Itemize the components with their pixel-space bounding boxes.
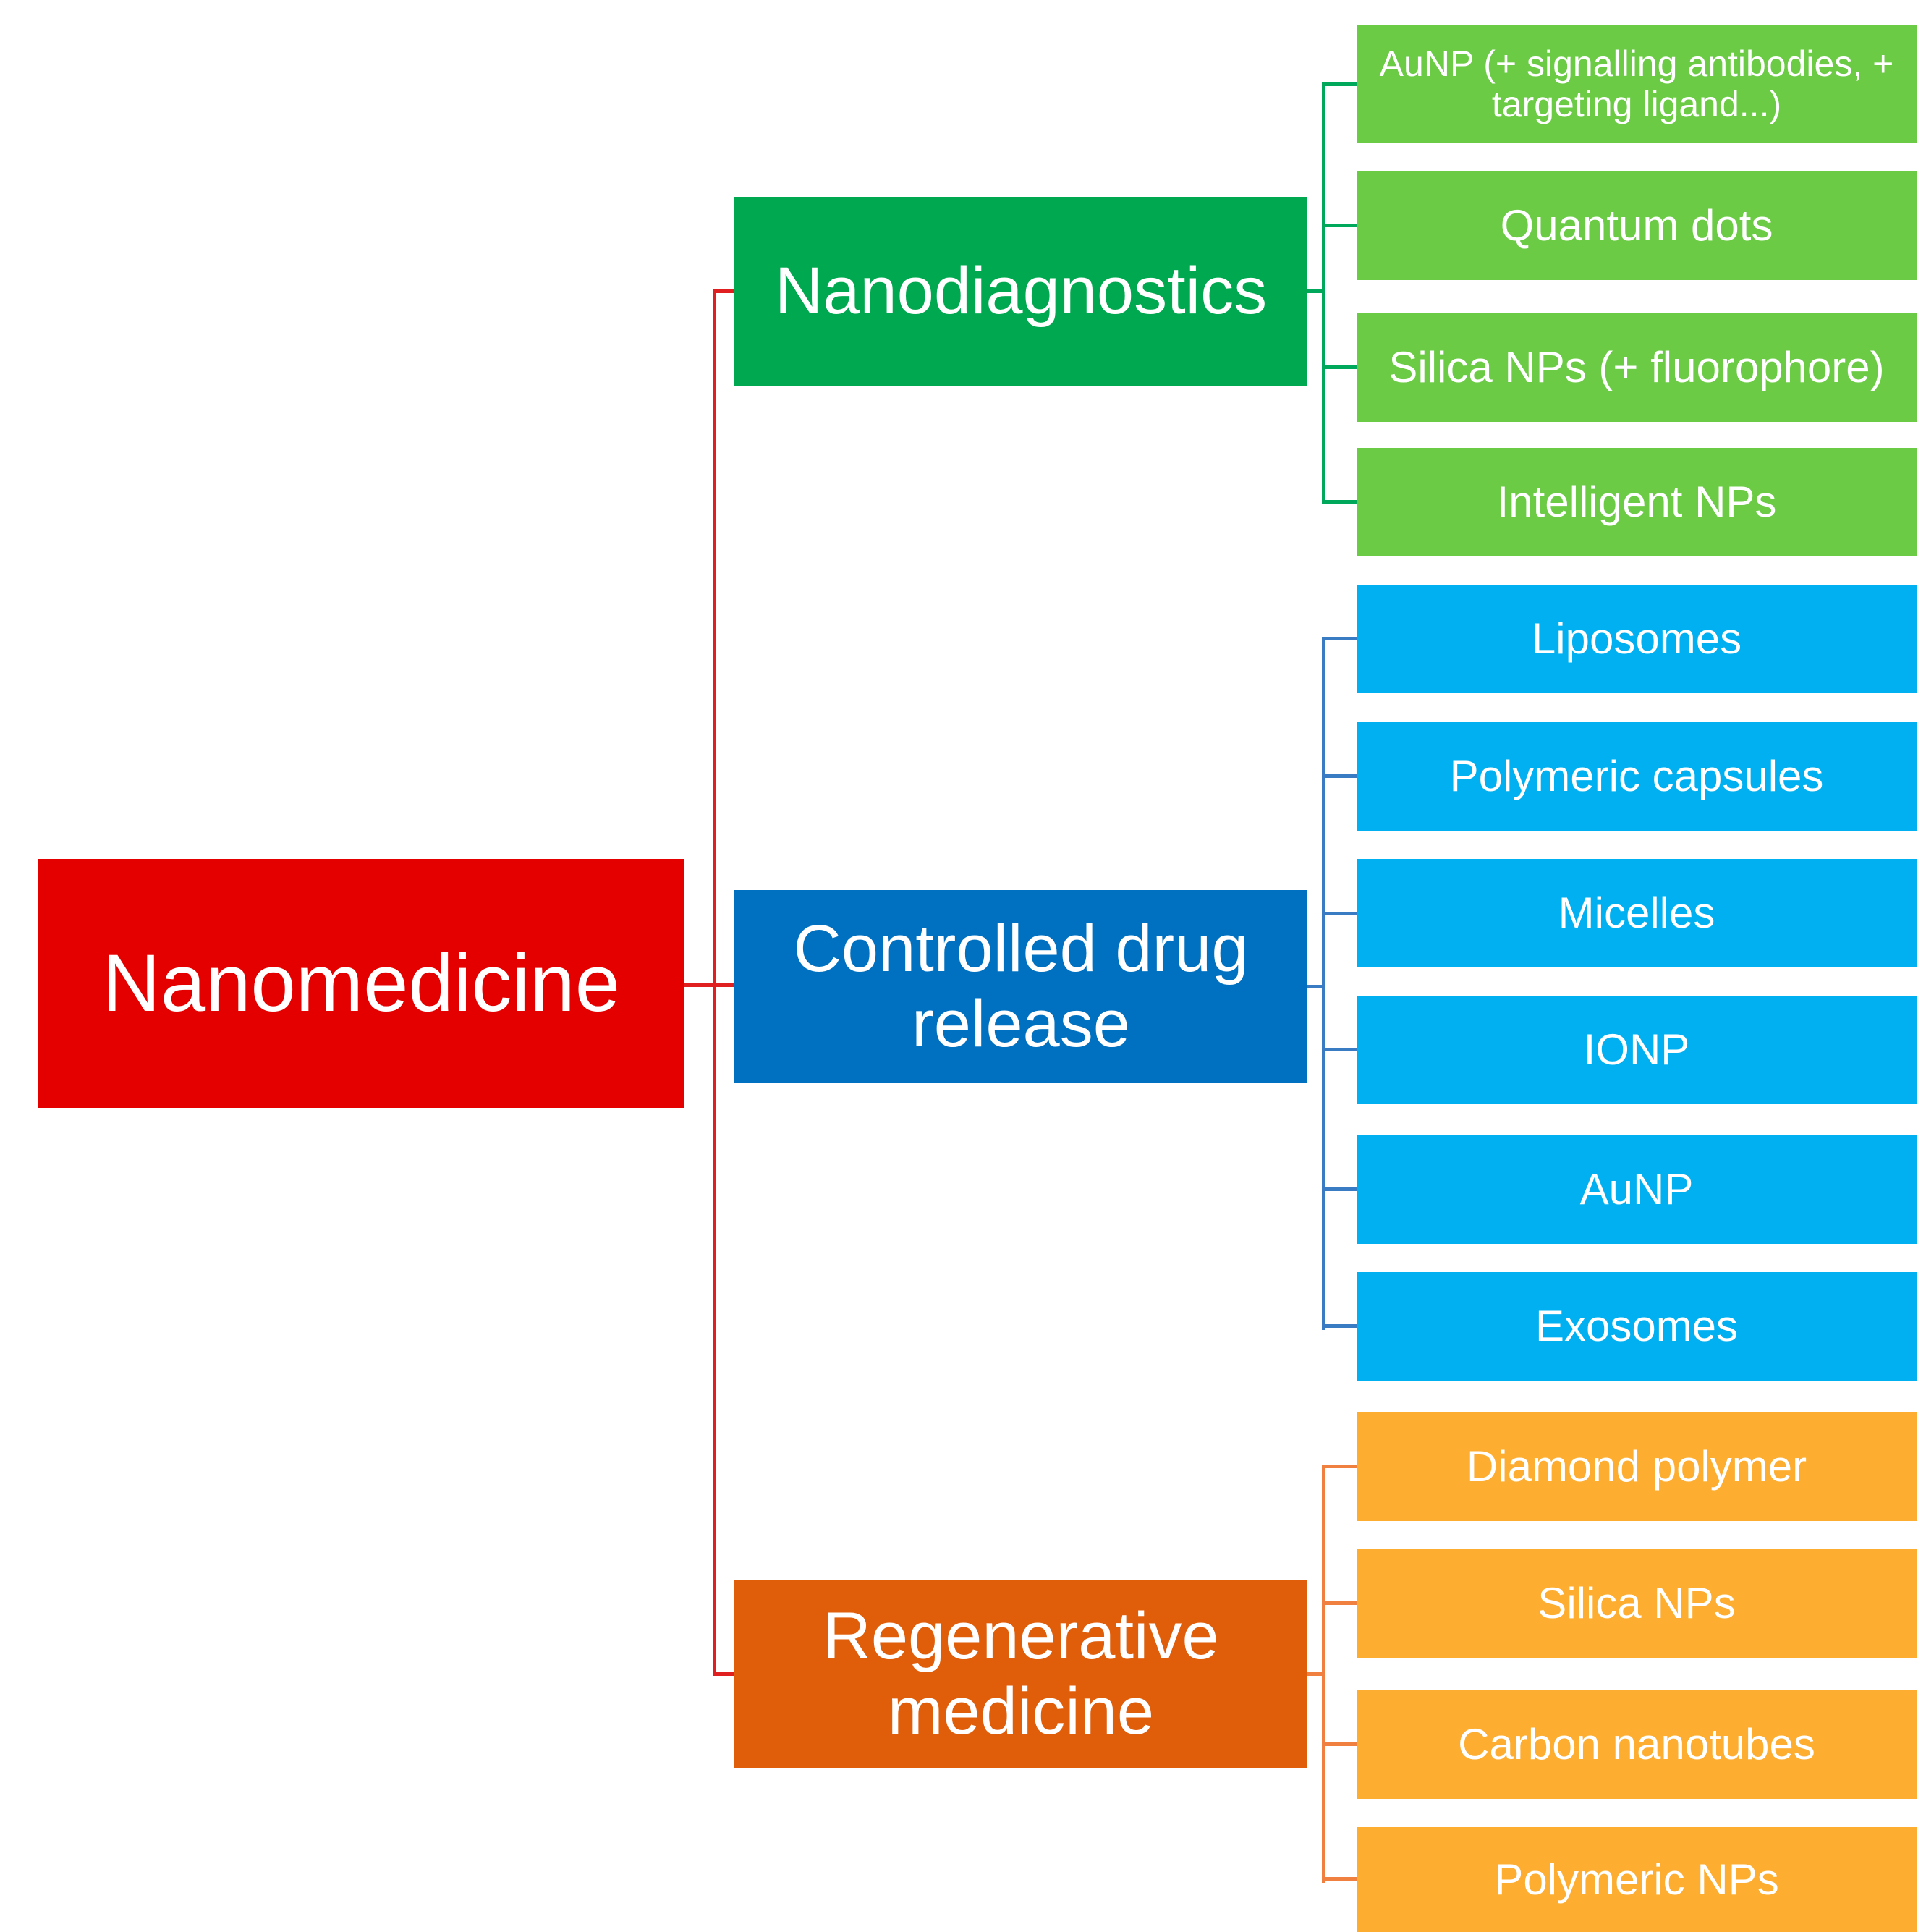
leaf-label: Silica NPs (+ fluorophore) (1388, 343, 1885, 392)
leaf-node-silica-nps-fluorophore: Silica NPs (+ fluorophore) (1357, 313, 1917, 422)
leaf-node-aunp: AuNP (1357, 1135, 1917, 1244)
leaf-node-micelles: Micelles (1357, 859, 1917, 967)
green-bracket-horizontal (1307, 289, 1324, 293)
leaf-label: Quantum dots (1500, 201, 1773, 250)
leaf-node-liposomes: Liposomes (1357, 585, 1917, 693)
leaf-node-intelligent-nps: Intelligent NPs (1357, 448, 1917, 556)
leaf-label: Silica NPs (1537, 1579, 1736, 1628)
leaf-node-diamond-polymer: Diamond polymer (1357, 1412, 1917, 1521)
connector-root-horizontal (684, 983, 734, 987)
leaf-label: Exosomes (1535, 1302, 1739, 1351)
leaf-label: Carbon nanotubes (1458, 1720, 1815, 1769)
root-node-label: Nanomedicine (102, 938, 620, 1029)
green-stub-1 (1322, 82, 1357, 86)
leaf-label: IONP (1583, 1025, 1690, 1075)
connector-stub-nanodiagnostics (713, 289, 734, 293)
blue-stub-1 (1322, 637, 1357, 640)
branch-label: Regenerative medicine (823, 1599, 1219, 1748)
leaf-label: Polymeric NPs (1494, 1855, 1779, 1904)
branch-node-regenerative-medicine: Regenerative medicine (734, 1580, 1307, 1768)
orange-bracket-horizontal (1307, 1672, 1324, 1676)
connector-root-trunk (713, 289, 716, 1676)
blue-stub-6 (1322, 1324, 1357, 1328)
green-stub-3 (1322, 365, 1357, 369)
branch-node-nanodiagnostics: Nanodiagnostics (734, 197, 1307, 386)
leaf-label: Diamond polymer (1466, 1442, 1807, 1491)
leaf-node-aunp-signalling: AuNP (+ signalling antibodies, + targeti… (1357, 25, 1917, 143)
leaf-label: Micelles (1558, 889, 1715, 938)
leaf-node-silica-nps: Silica NPs (1357, 1549, 1917, 1658)
orange-stub-2 (1322, 1601, 1357, 1605)
green-bracket-vertical (1322, 82, 1325, 504)
blue-bracket-horizontal (1307, 985, 1324, 988)
blue-stub-5 (1322, 1187, 1357, 1191)
orange-stub-4 (1322, 1877, 1357, 1881)
leaf-node-exosomes: Exosomes (1357, 1272, 1917, 1381)
blue-stub-4 (1322, 1048, 1357, 1051)
leaf-node-polymeric-capsules: Polymeric capsules (1357, 722, 1917, 831)
green-stub-2 (1322, 224, 1357, 227)
orange-bracket-vertical (1322, 1465, 1325, 1883)
connector-stub-regenerative (713, 1672, 734, 1676)
orange-stub-1 (1322, 1465, 1357, 1468)
root-node-nanomedicine: Nanomedicine (38, 859, 684, 1108)
branch-node-controlled-drug-release: Controlled drug release (734, 890, 1307, 1083)
blue-bracket-vertical (1322, 637, 1325, 1330)
leaf-node-carbon-nanotubes: Carbon nanotubes (1357, 1690, 1917, 1799)
blue-stub-3 (1322, 912, 1357, 915)
branch-label: Controlled drug release (793, 912, 1249, 1061)
leaf-node-ionp: IONP (1357, 996, 1917, 1104)
leaf-label: AuNP (1579, 1165, 1694, 1214)
leaf-node-quantum-dots: Quantum dots (1357, 171, 1917, 280)
leaf-node-polymeric-nps: Polymeric NPs (1357, 1827, 1917, 1932)
orange-stub-3 (1322, 1742, 1357, 1746)
branch-label: Nanodiagnostics (774, 253, 1268, 328)
leaf-label: Liposomes (1531, 614, 1742, 664)
leaf-label: AuNP (+ signalling antibodies, + targeti… (1379, 43, 1894, 124)
blue-stub-2 (1322, 774, 1357, 778)
green-stub-4 (1322, 500, 1357, 504)
leaf-label: Polymeric capsules (1449, 752, 1824, 801)
leaf-label: Intelligent NPs (1496, 478, 1777, 527)
